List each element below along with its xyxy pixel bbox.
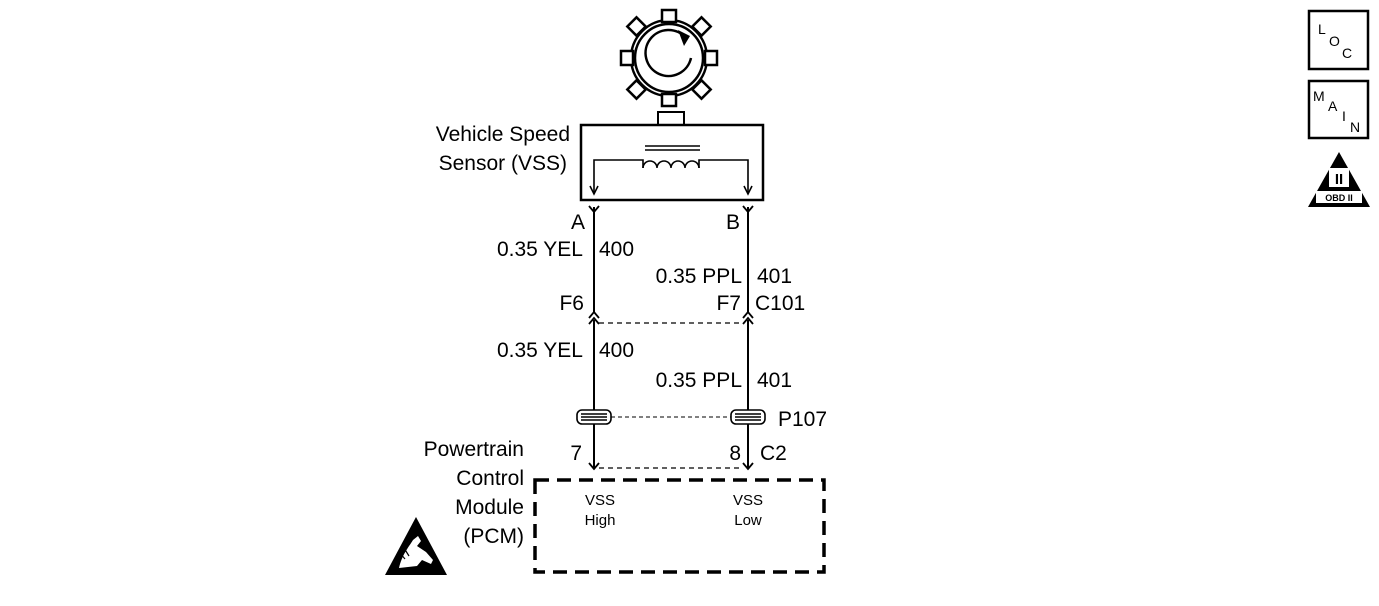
pcm-input-vss-low-l2: Low <box>734 512 762 529</box>
p107-grommet-icon <box>576 409 766 425</box>
c101-connector <box>588 310 754 325</box>
p107-label: P107 <box>778 408 827 431</box>
toothed-wheel-rotation-icon <box>619 8 719 108</box>
c101-pin-a: F6 <box>559 292 584 315</box>
circuit-wires <box>593 207 749 469</box>
main-button-letter-n: N <box>1350 119 1360 135</box>
c101-pin-b: F7 <box>716 292 741 315</box>
sensor-name-line2: Sensor (VSS) <box>439 152 567 175</box>
pcm-input-vss-low-l1: VSS <box>733 492 763 509</box>
pcm-connector <box>588 462 754 471</box>
circuit-a-lower-number: 400 <box>599 339 634 362</box>
loc-button-letter-l: L <box>1318 21 1326 37</box>
pcm-pin-7: 7 <box>570 442 582 465</box>
sensor-terminal-b: B <box>726 211 740 234</box>
circuit-b-lower-wire: 0.35 PPL <box>656 369 742 392</box>
sensor-terminal-a: A <box>571 211 585 234</box>
sensor-shaft <box>657 111 685 126</box>
pcm-input-vss-high-l2: High <box>585 512 616 529</box>
pcm-box <box>533 478 826 574</box>
c101-label: C101 <box>755 292 805 315</box>
pcm-pin-8: 8 <box>729 442 741 465</box>
sensor-name-line1: Vehicle Speed <box>436 123 570 146</box>
obd-ii-top-label: II <box>1335 171 1343 188</box>
pcm-connector-label: C2 <box>760 442 787 465</box>
pcm-name-line3: Module <box>455 496 524 519</box>
circuit-b-upper-wire: 0.35 PPL <box>656 265 742 288</box>
main-button-letter-a: A <box>1328 98 1338 114</box>
main-button-letter-i: I <box>1342 108 1346 124</box>
main-button[interactable]: M A I N <box>1307 79 1370 140</box>
sensor-connector-pins <box>588 205 754 214</box>
circuit-a-lower-wire: 0.35 YEL <box>497 339 583 362</box>
pcm-name-line4: (PCM) <box>463 525 524 548</box>
loc-button-letter-o: O <box>1329 33 1340 49</box>
loc-button-letter-c: C <box>1342 45 1352 61</box>
main-button-letter-m: M <box>1313 88 1325 104</box>
loc-button[interactable]: L O C <box>1307 9 1370 71</box>
circuit-b-lower-number: 401 <box>757 369 792 392</box>
sensor-coil-icon <box>589 145 753 196</box>
obd-ii-icon[interactable]: II OBD II <box>1308 152 1370 207</box>
pcm-input-vss-high-l1: VSS <box>585 492 615 509</box>
circuit-b-upper-number: 401 <box>757 265 792 288</box>
circuit-a-upper-number: 400 <box>599 238 634 261</box>
pcm-name-line1: Powertrain <box>424 438 524 461</box>
circuit-a-upper-wire: 0.35 YEL <box>497 238 583 261</box>
obd-ii-bottom-label: OBD II <box>1325 193 1353 203</box>
vss-sensor-box <box>579 123 765 202</box>
pcm-name-line2: Control <box>456 467 524 490</box>
esd-warning-icon <box>385 517 447 575</box>
